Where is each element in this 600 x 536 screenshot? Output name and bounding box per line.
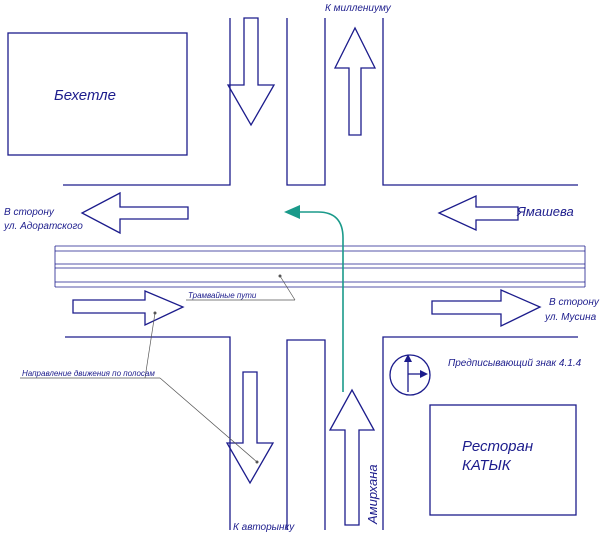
- label-lanes: Направление движения по полосам: [22, 369, 155, 378]
- arrow-amirkhana: [328, 388, 376, 526]
- road-edges: [63, 18, 578, 530]
- arrow-west-inbound: [72, 290, 185, 327]
- bekhetle-building: [7, 32, 188, 156]
- label-restaurant-2: КАТЫК: [462, 457, 512, 474]
- label-bekhetle: Бехетле: [54, 87, 116, 104]
- label-sign-caption: Предписывающий знак 4.1.4: [448, 358, 582, 369]
- arrow-to-millennium: [333, 26, 377, 136]
- label-tram-tracks: Трамвайные пути: [188, 291, 257, 300]
- leader-lines: [20, 274, 296, 464]
- label-musina-2: ул. Мусина: [544, 312, 597, 323]
- arrow-north-inbound: [226, 17, 276, 127]
- label-millennium: К миллениуму: [325, 3, 392, 14]
- label-musina-1: В сторону: [549, 297, 600, 308]
- katyk-building: [429, 404, 577, 516]
- arrow-yamasheva: [437, 194, 519, 232]
- label-avtorynok: К авторынку: [233, 522, 295, 533]
- label-adoratsky-2: ул. Адоратского: [3, 221, 83, 232]
- tram-tracks: [54, 245, 586, 288]
- arrow-to-musina: [431, 289, 542, 328]
- label-restaurant-1: Ресторан: [462, 438, 533, 455]
- label-yamasheva: Ямашева: [516, 204, 574, 219]
- label-adoratsky-1: В сторону: [4, 207, 55, 218]
- arrow-to-avtorynok: [225, 371, 275, 485]
- arrow-to-adoratsky: [80, 191, 189, 235]
- label-amirkhana: Амирхана: [365, 464, 380, 525]
- left-turn-path: [284, 205, 344, 392]
- sign-4-1-4-straight-or-right-icon: [389, 354, 431, 396]
